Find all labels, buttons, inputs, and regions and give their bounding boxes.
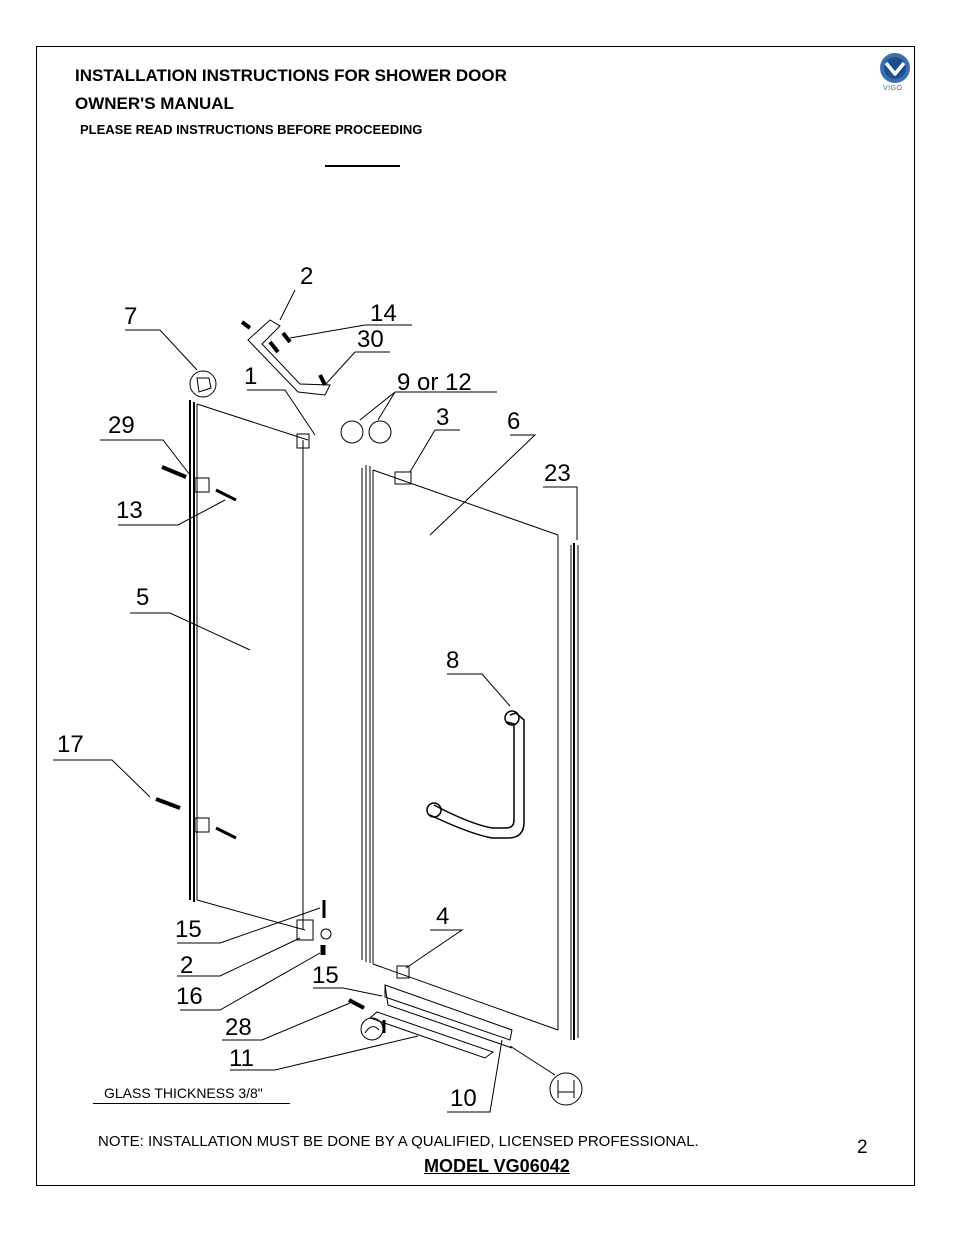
callout-5: 5 [136, 584, 149, 611]
page-number: 2 [857, 1137, 868, 1158]
callout-17: 17 [57, 731, 84, 758]
callout-11: 11 [229, 1045, 254, 1072]
glass-thickness-label: GLASS THICKNESS 3/8" [104, 1085, 263, 1101]
header-rule [325, 165, 400, 167]
document-subtitle: OWNER'S MANUAL [75, 94, 234, 113]
callout-8: 8 [446, 647, 459, 674]
glass-thickness-underline [93, 1103, 290, 1104]
callout-28: 28 [225, 1014, 252, 1041]
callout-2-bottom: 2 [180, 952, 193, 979]
fixed-glass-panel [189, 400, 309, 931]
callout-4: 4 [436, 903, 449, 930]
callout-30: 30 [357, 326, 384, 353]
installation-note: NOTE: INSTALLATION MUST BE DONE BY A QUA… [98, 1133, 699, 1150]
callout-14: 14 [370, 300, 397, 327]
callout-15-b: 15 [312, 962, 339, 989]
callout-13: 13 [116, 497, 143, 524]
callout-16: 16 [176, 983, 203, 1010]
door-handle [426, 710, 525, 839]
callout-6: 6 [507, 408, 520, 435]
callout-9-or-12: 9 or 12 [397, 369, 472, 396]
logo-text: VIGO [883, 85, 903, 92]
vigo-logo-icon [880, 53, 910, 83]
callout-29: 29 [108, 412, 135, 439]
callout-10: 10 [450, 1085, 477, 1112]
callout-7: 7 [124, 303, 137, 330]
document-title: INSTALLATION INSTRUCTIONS FOR SHOWER DOO… [75, 66, 507, 85]
callout-1: 1 [244, 363, 257, 390]
read-instructions-notice: PLEASE READ INSTRUCTIONS BEFORE PROCEEDI… [80, 122, 423, 137]
callout-3: 3 [436, 404, 449, 431]
callout-15-a: 15 [175, 916, 202, 943]
model-number: MODEL VG06042 [424, 1156, 570, 1176]
door-glass-panel [361, 465, 559, 1031]
callout-23: 23 [544, 460, 571, 487]
callout-2-top: 2 [300, 263, 313, 290]
top-bracket [240, 319, 331, 396]
page-frame [36, 46, 915, 1186]
wall-jamb [570, 543, 579, 1040]
